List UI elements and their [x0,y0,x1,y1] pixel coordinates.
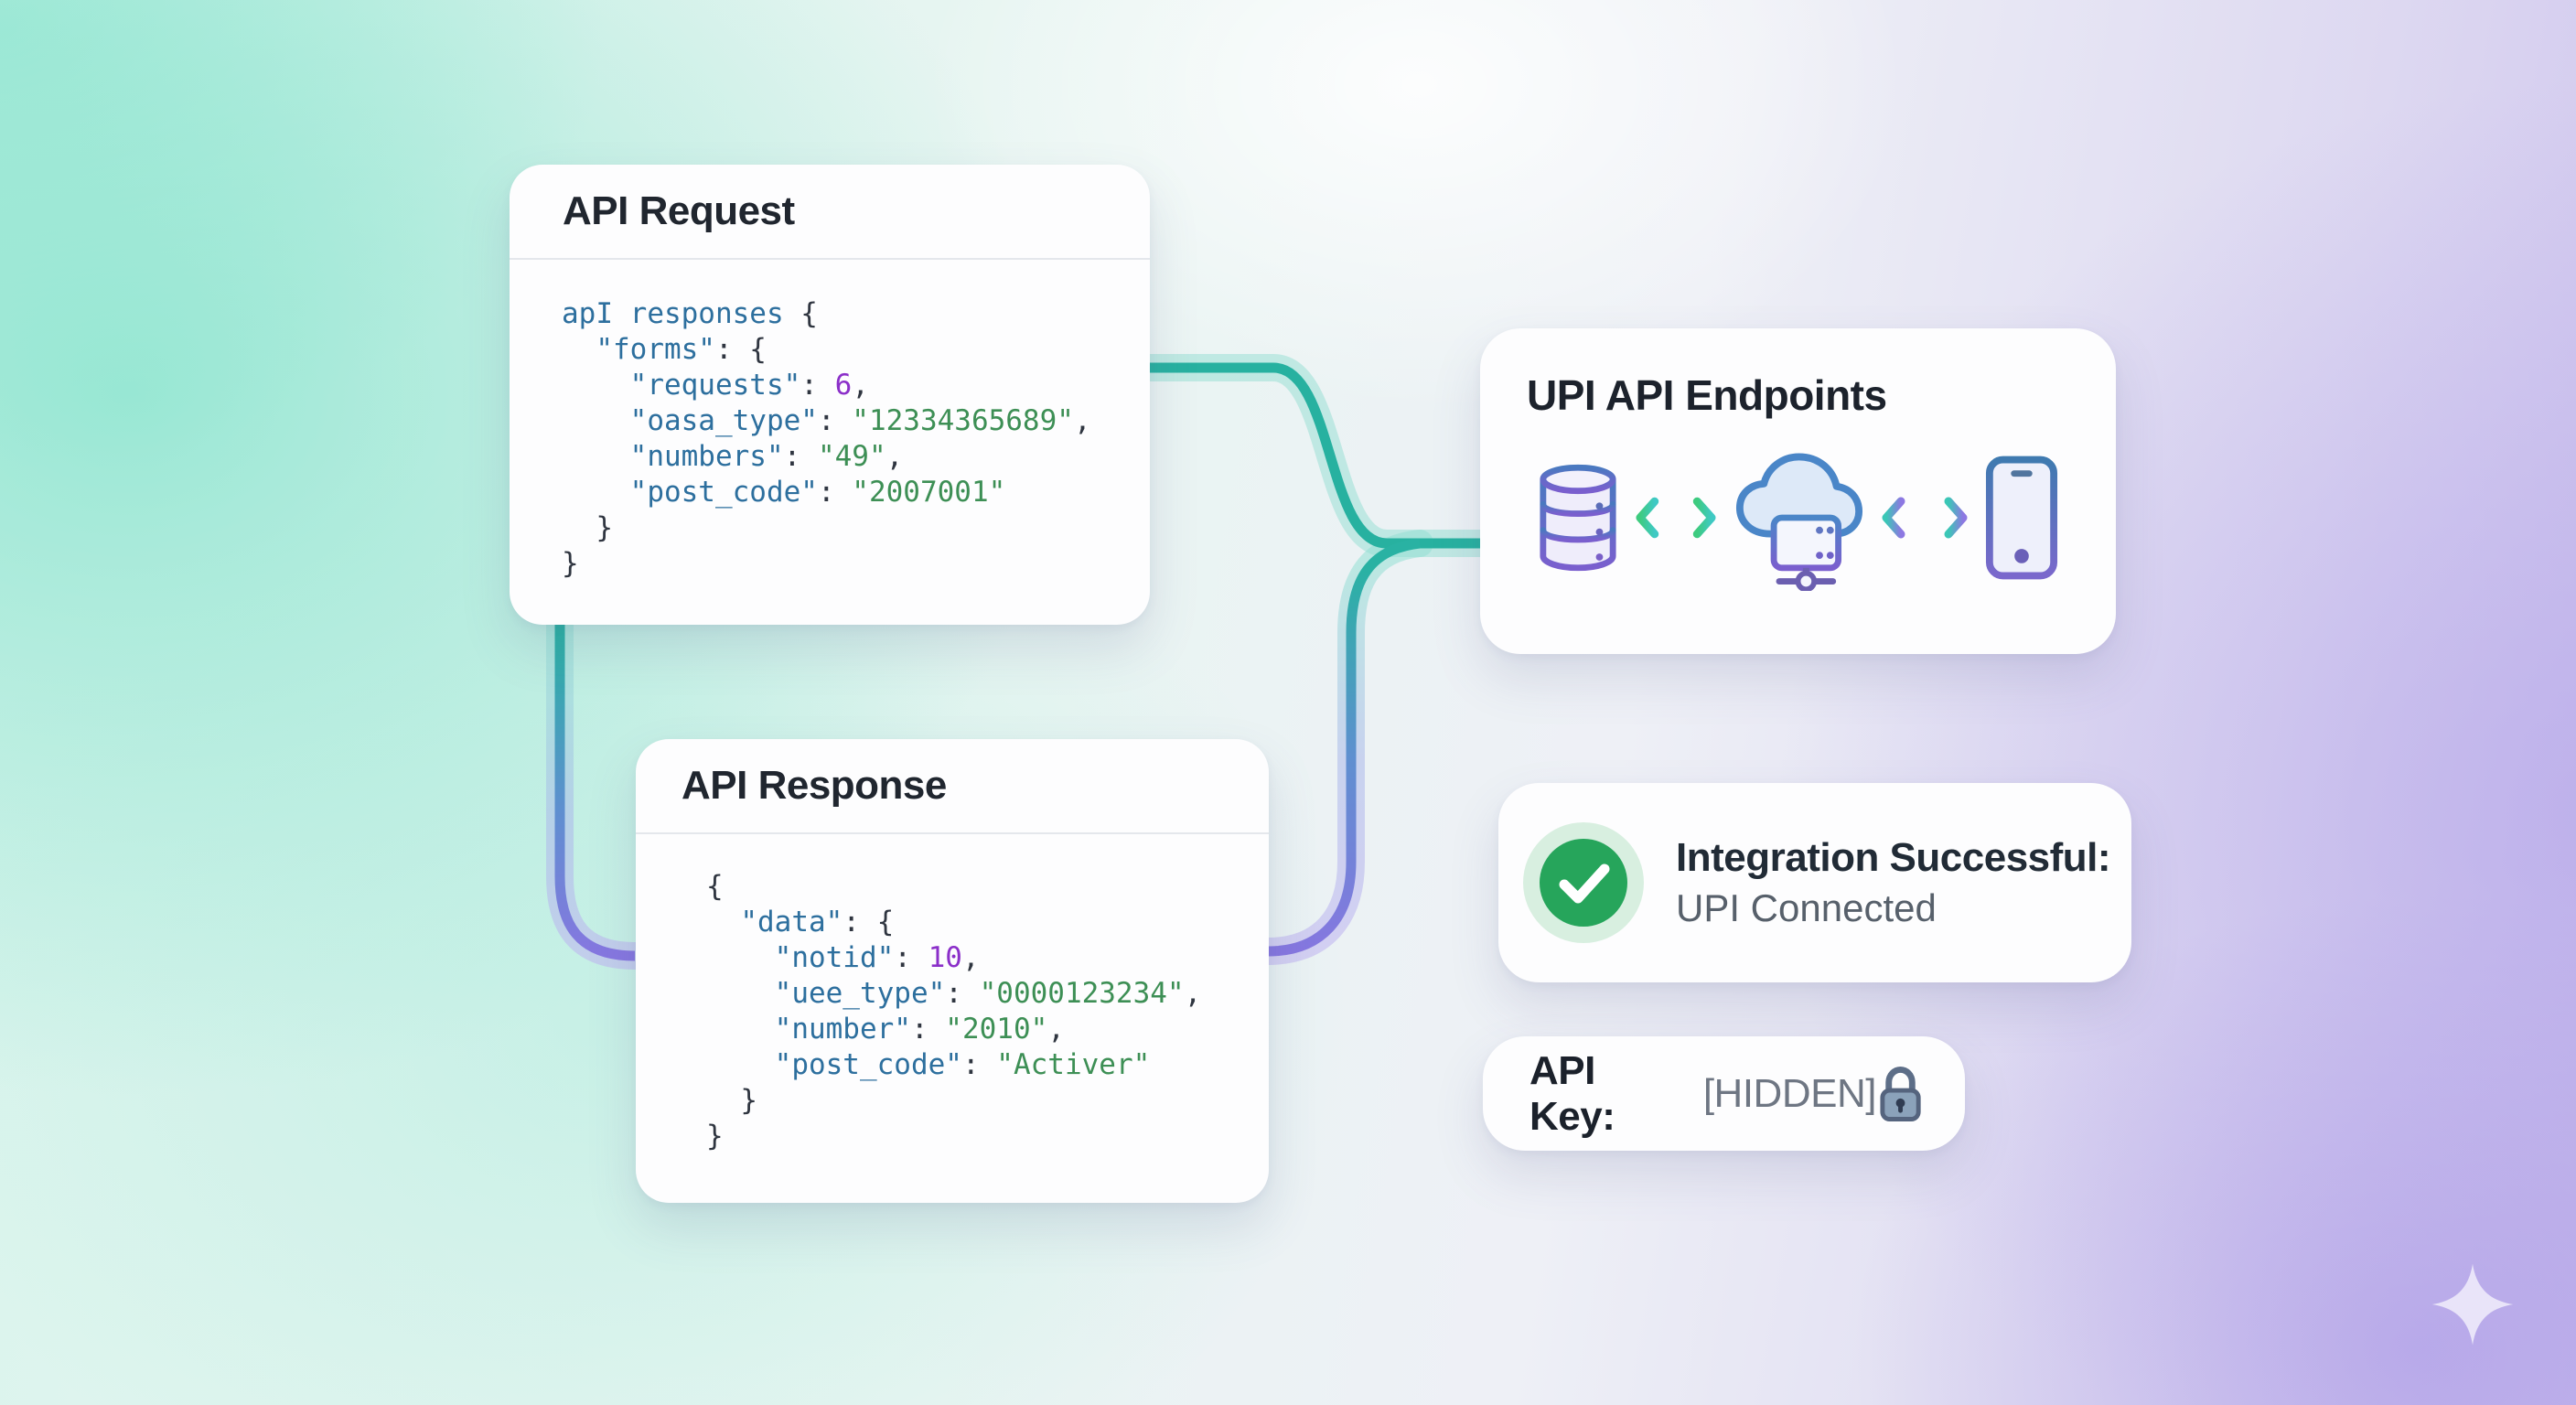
database-icon [1540,464,1616,572]
upi-endpoints-card: UPI API Endpoints [1480,328,2116,654]
connector-branch-to-response-core [1267,538,1421,957]
api-key-label: API Key: [1530,1047,1615,1139]
api-request-card: API Request apI responses { "forms": { "… [510,165,1150,625]
api-request-title: API Request [563,188,795,233]
integration-status-subtitle: UPI Connected [1676,886,1937,929]
api-request-header: API Request [510,165,1150,260]
connector-request-to-response [546,608,649,970]
smartphone-icon [1985,456,2058,580]
integration-status-card: Integration Successful: UPI Connected [1498,783,2131,982]
api-response-code: { "data": { "notid": 10, "uee_type": "00… [706,870,1202,1153]
cloud-server-icon [1735,453,1862,591]
connector-request-to-endpoints-core [1149,362,1482,549]
api-response-card: API Response { "data": { "notid": 10, "u… [636,739,1269,1203]
connector-request-to-response-core [554,622,636,961]
integration-status-text: Integration Successful: UPI Connected [1676,832,2111,933]
api-key-value: [HIDDEN] [1702,1070,1877,1116]
api-request-code: apI responses { "forms": { "requests": 6… [562,297,1091,580]
api-response-header: API Response [636,739,1269,834]
sparkle-icon [2431,1263,2514,1346]
upi-endpoints-title: UPI API Endpoints [1527,371,1887,419]
bidirectional-arrow-icon [1882,497,1968,539]
check-circle-icon [1523,822,1644,943]
endpoints-icons-row [1480,440,2116,595]
integration-status-title: Integration Successful: [1676,835,2111,880]
connector-request-to-endpoints [1135,354,1496,557]
bidirectional-arrow-icon [1636,497,1716,539]
api-key-card: API Key: [HIDDEN] [1483,1036,1965,1151]
api-response-title: API Response [682,763,947,808]
lock-icon [1880,1066,1921,1121]
